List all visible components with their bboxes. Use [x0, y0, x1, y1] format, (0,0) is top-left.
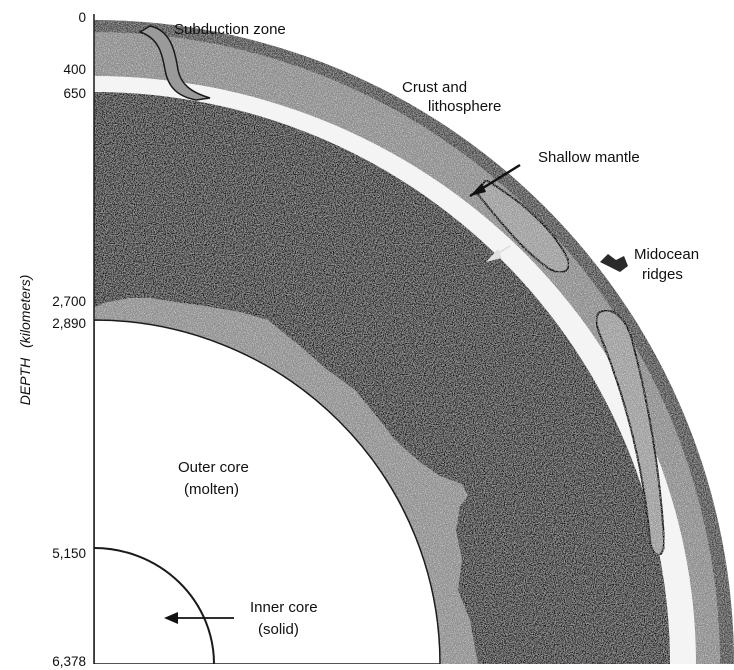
label-midocean-line1: Midocean	[634, 246, 699, 263]
tick-2700: 2,700	[52, 294, 86, 309]
label-crust-line1: Crust and	[402, 79, 467, 96]
label-outer-core-line2: (molten)	[184, 481, 239, 498]
tick-6378: 6,378	[52, 654, 86, 669]
tick-400: 400	[63, 62, 86, 77]
midocean-ridge	[600, 254, 628, 272]
tick-2890: 2,890	[52, 316, 86, 331]
tick-5150: 5,150	[52, 546, 86, 561]
axis-unit-text: (kilometers)	[17, 275, 33, 348]
svg-text:DEPTH (kilometers): DEPTH (kilometers)	[17, 275, 33, 405]
label-shallow-mantle: Shallow mantle	[538, 149, 640, 166]
label-inner-core-line1: Inner core	[250, 599, 318, 616]
depth-axis-title: DEPTH (kilometers)	[17, 275, 33, 405]
label-subduction-zone: Subduction zone	[174, 21, 286, 38]
label-inner-core-line2: (solid)	[258, 621, 299, 638]
axis-title-text: DEPTH	[17, 357, 33, 405]
tick-0: 0	[78, 10, 86, 25]
label-crust-line2: lithosphere	[428, 98, 501, 115]
tick-650: 650	[63, 86, 86, 101]
label-outer-core-line1: Outer core	[178, 459, 249, 476]
label-midocean-line2: ridges	[642, 266, 683, 283]
